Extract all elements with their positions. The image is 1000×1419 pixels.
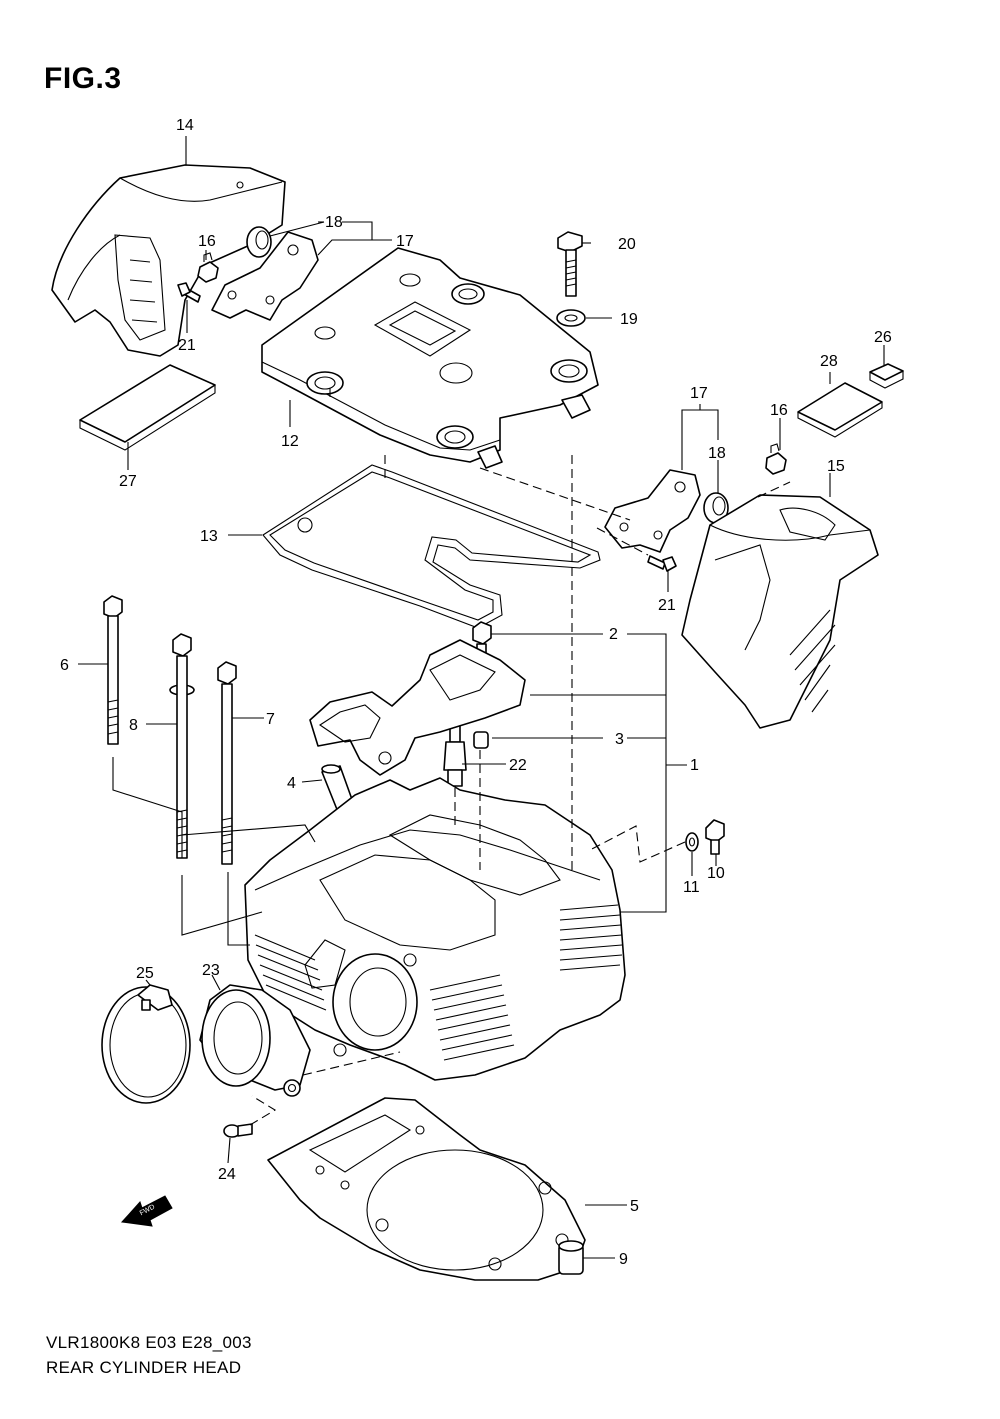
callout-22: 22 xyxy=(509,757,527,774)
part-11-washer[interactable] xyxy=(685,832,699,852)
callout-3: 3 xyxy=(615,731,624,748)
callout-21-left: 21 xyxy=(178,337,196,354)
part-3-dowel-pin[interactable] xyxy=(473,731,489,749)
part-21-right-bolt[interactable] xyxy=(647,555,677,572)
callout-5: 5 xyxy=(630,1198,639,1215)
part-13-cover-gasket[interactable] xyxy=(262,464,601,629)
part-7-head-bolt[interactable] xyxy=(217,661,237,865)
part-26-small-pad[interactable] xyxy=(869,363,904,389)
part-24-screw[interactable] xyxy=(223,1123,253,1138)
figure-title: FIG.3 xyxy=(44,62,122,95)
part-20-cover-bolt[interactable] xyxy=(557,231,583,297)
callout-10: 10 xyxy=(707,865,725,882)
callout-17-right: 17 xyxy=(690,385,708,402)
part-16-left-grommet[interactable] xyxy=(197,252,219,283)
callout-1: 1 xyxy=(690,757,699,774)
callout-16-right: 16 xyxy=(770,402,788,419)
callout-18-left: 18 xyxy=(325,214,343,231)
callout-21-right: 21 xyxy=(658,597,676,614)
leader-lines xyxy=(78,136,885,1259)
callout-9: 9 xyxy=(619,1251,628,1268)
callout-14: 14 xyxy=(176,117,194,134)
part-27-pad[interactable] xyxy=(79,364,216,451)
part-9-dowel[interactable] xyxy=(558,1240,584,1275)
callout-6: 6 xyxy=(60,657,69,674)
callout-18-right: 18 xyxy=(708,445,726,462)
part-camshaft-holder[interactable] xyxy=(309,639,526,776)
part-17-left-bracket[interactable] xyxy=(211,231,319,321)
callout-7: 7 xyxy=(266,711,275,728)
callout-19: 19 xyxy=(620,311,638,328)
part-14-left-head-cover[interactable] xyxy=(51,164,286,357)
callout-16-left: 16 xyxy=(198,233,216,250)
assembly-name: REAR CYLINDER HEAD xyxy=(46,1358,242,1377)
callout-24: 24 xyxy=(218,1166,236,1183)
callout-20: 20 xyxy=(618,236,636,253)
part-23-intake-pipe[interactable] xyxy=(199,984,311,1097)
model-code: VLR1800K8 E03 E28_003 xyxy=(46,1333,252,1352)
callout-11: 11 xyxy=(683,879,700,896)
callout-13: 13 xyxy=(200,528,218,545)
part-6-head-bolt[interactable] xyxy=(103,595,123,745)
fwd-arrow-icon xyxy=(120,1195,173,1227)
callout-23: 23 xyxy=(202,962,220,979)
part-16-right-grommet[interactable] xyxy=(765,443,787,475)
callout-26: 26 xyxy=(874,329,892,346)
callout-2: 2 xyxy=(609,626,618,643)
callout-8: 8 xyxy=(129,717,138,734)
part-18-left-collar[interactable] xyxy=(246,226,272,258)
callout-28: 28 xyxy=(820,353,838,370)
part-15-right-head-cover[interactable] xyxy=(681,494,879,729)
part-17-right-bracket[interactable] xyxy=(604,469,701,553)
part-4-valve-guide[interactable] xyxy=(321,764,355,813)
callout-12: 12 xyxy=(281,433,299,450)
callout-27: 27 xyxy=(119,473,137,490)
part-21-left-bolt[interactable] xyxy=(177,282,201,303)
part-25-clamp[interactable] xyxy=(101,984,191,1104)
part-8-head-bolt[interactable] xyxy=(169,633,195,859)
part-28-pad[interactable] xyxy=(797,382,883,438)
callout-17-left: 17 xyxy=(396,233,414,250)
part-5-head-gasket[interactable] xyxy=(267,1097,586,1281)
part-19-washer[interactable] xyxy=(556,309,586,327)
callout-25: 25 xyxy=(136,965,154,982)
part-12-cylinder-head-cover[interactable] xyxy=(261,247,599,469)
part-1-cylinder-head[interactable] xyxy=(244,777,626,1081)
callout-4: 4 xyxy=(287,775,296,792)
callout-15: 15 xyxy=(827,458,845,475)
part-10-bolt[interactable] xyxy=(705,819,725,855)
